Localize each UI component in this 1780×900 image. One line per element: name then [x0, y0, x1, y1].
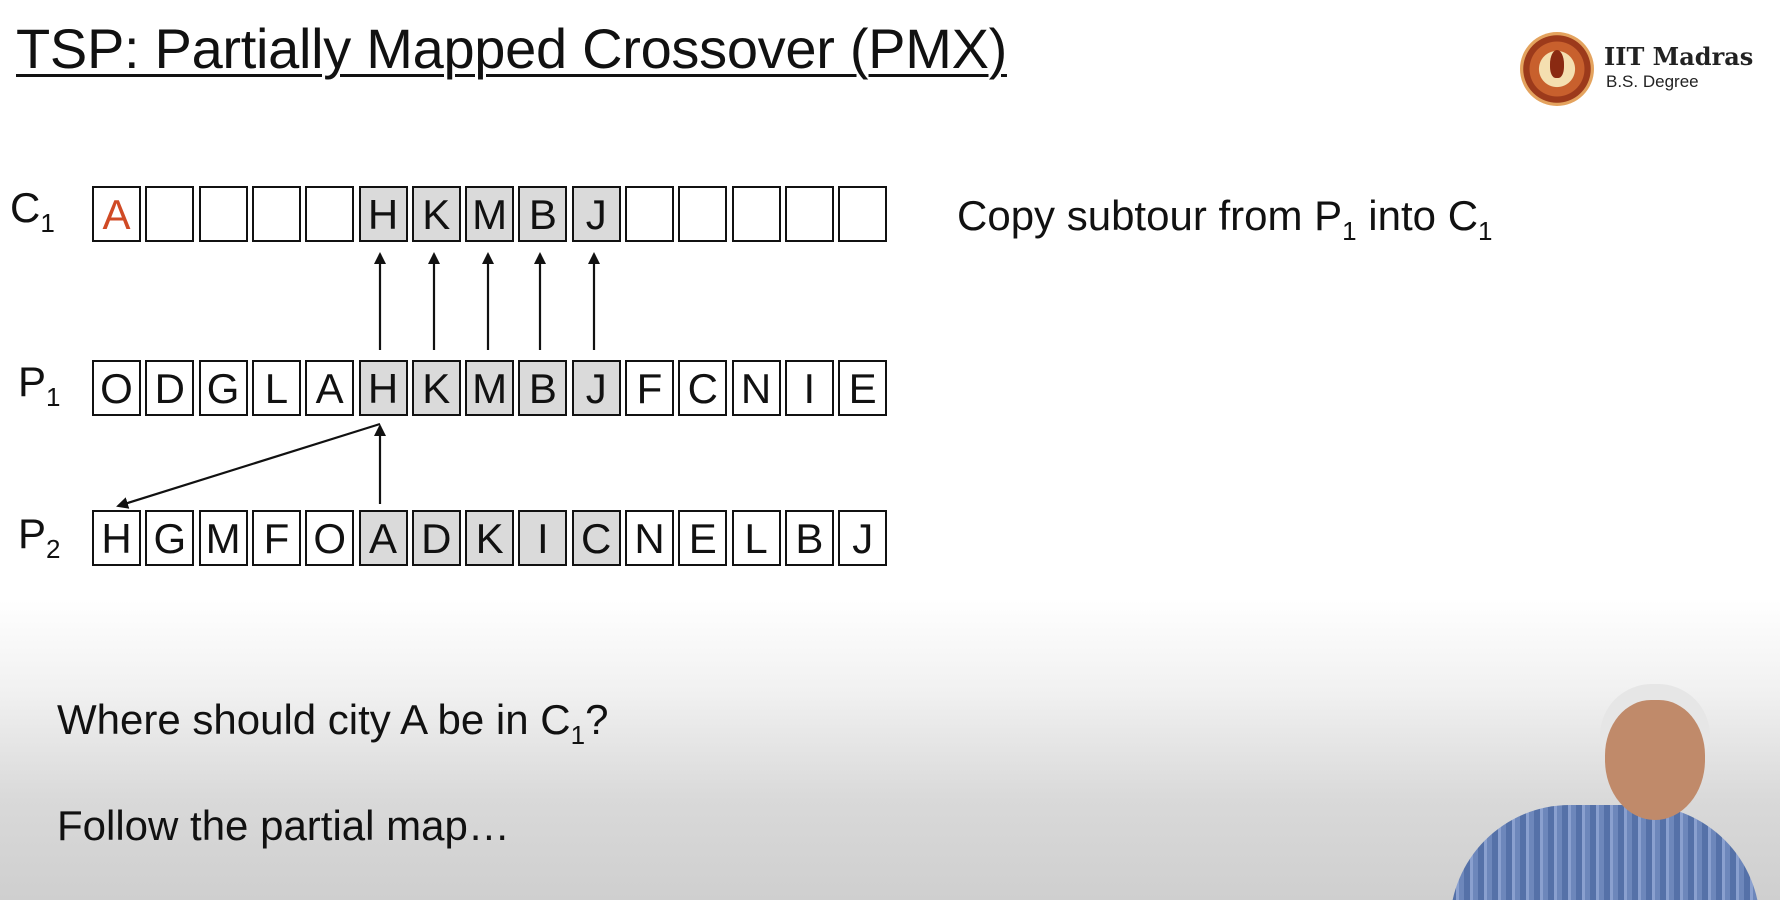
logo-name: IIT Madras: [1604, 42, 1754, 71]
c1-cell: [625, 186, 674, 242]
p1-cell: M: [465, 360, 515, 416]
follow-map-text: Follow the partial map…: [57, 802, 510, 849]
slide-title: TSP: Partially Mapped Crossover (PMX): [16, 17, 1007, 80]
iit-madras-logo: IIT Madras B.S. Degree: [1520, 32, 1754, 112]
p2-cell: A: [358, 510, 408, 566]
row-label-c1: C1: [10, 184, 55, 238]
p2-cell: I: [518, 510, 568, 566]
c1-cell: [198, 186, 248, 242]
p1-cell: N: [731, 360, 781, 416]
p1-cell: I: [784, 360, 834, 416]
c1-cell: H: [358, 186, 408, 242]
p1-cell: L: [251, 360, 301, 416]
arrow-h-to-p2-h: [116, 422, 381, 509]
p2-cell: N: [625, 510, 674, 566]
c1-cell: B: [518, 186, 568, 242]
p1-cell: D: [145, 360, 195, 416]
p2-cell: C: [571, 510, 621, 566]
c1-cell: [784, 186, 834, 242]
presenter-video: [1450, 680, 1760, 900]
p1-cell: K: [411, 360, 461, 416]
p2-cell: F: [251, 510, 301, 566]
p2-cell: G: [145, 510, 195, 566]
c1-cell: A: [92, 186, 141, 242]
p1-cell: F: [625, 360, 674, 416]
p1-cell: A: [305, 360, 355, 416]
c1-cell: [251, 186, 301, 242]
row-label-p1: P1: [18, 358, 61, 412]
p2-cell: H: [92, 510, 141, 566]
logo-subtitle: B.S. Degree: [1606, 72, 1699, 91]
c1-cell: M: [465, 186, 515, 242]
c1-cell: [305, 186, 355, 242]
c1-cell: [145, 186, 195, 242]
c1-cell: J: [571, 186, 621, 242]
p2-cell: K: [465, 510, 515, 566]
c1-cell: [838, 186, 888, 242]
p2-cell: J: [838, 510, 888, 566]
iit-madras-seal-icon: [1520, 32, 1594, 106]
p2-cell: L: [731, 510, 781, 566]
c1-cell: [731, 186, 781, 242]
p1-cell: H: [358, 360, 408, 416]
p1-cell: B: [518, 360, 568, 416]
p2-cell: B: [784, 510, 834, 566]
p2-cell: E: [678, 510, 728, 566]
p2-cell: O: [305, 510, 355, 566]
question-text: Where should city A be in C1?: [57, 696, 609, 750]
p1-cell: E: [838, 360, 888, 416]
copy-subtour-note: Copy subtour from P1 into C1: [957, 192, 1493, 246]
p1-cell: J: [571, 360, 621, 416]
c1-cell: [678, 186, 728, 242]
p2-cell: D: [411, 510, 461, 566]
p2-cell: M: [198, 510, 248, 566]
p1-cell: C: [678, 360, 728, 416]
p1-cell: O: [92, 360, 141, 416]
c1-cell: K: [411, 186, 461, 242]
p1-cell: G: [198, 360, 248, 416]
row-label-p2: P2: [18, 510, 61, 564]
